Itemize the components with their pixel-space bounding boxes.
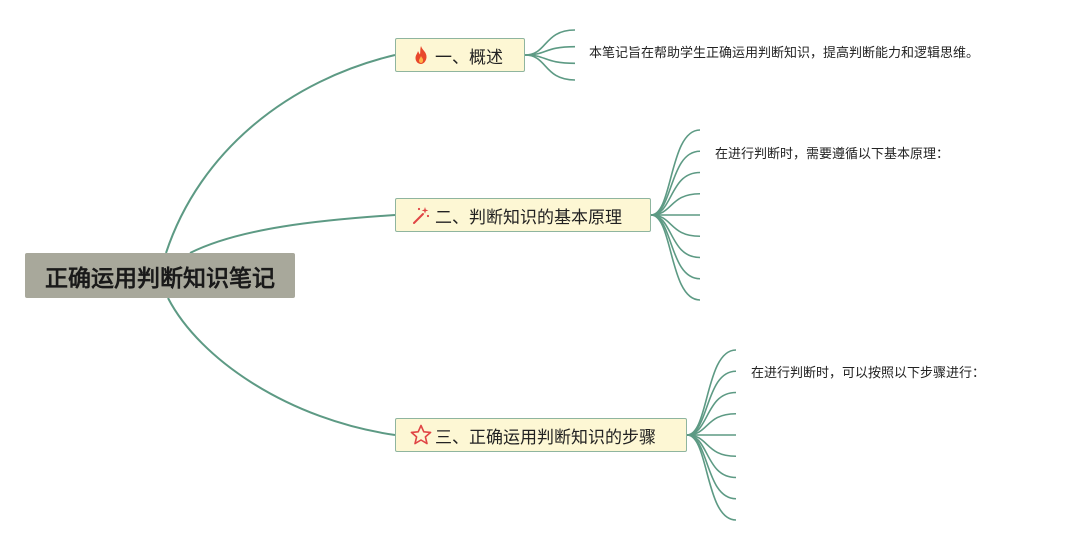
topic-steps[interactable]: 三、正确运用判断知识的步骤	[395, 418, 687, 452]
branch-line	[524, 54, 576, 81]
fanout-topic-3	[686, 349, 737, 521]
topic-basic-principles-label: 二、判断知识的基本原理	[435, 207, 622, 228]
branch-line	[686, 349, 737, 436]
magic-wand-icon	[410, 204, 432, 226]
branch-line	[524, 45, 576, 56]
star-icon	[410, 424, 432, 446]
link-root-topic-2	[189, 214, 396, 254]
fire-icon	[410, 44, 432, 66]
root-topic-label: 正确运用判断知识笔记	[45, 265, 275, 292]
topic-overview[interactable]: 一、概述	[395, 38, 525, 72]
fanout-topic-2	[650, 129, 701, 301]
link-root-topic-3	[167, 297, 396, 436]
branch-line	[524, 29, 576, 56]
topic-overview-note: 本笔记旨在帮助学生正确运用判断知识，提高判断能力和逻辑思维。	[589, 46, 980, 61]
root-topic[interactable]: 正确运用判断知识笔记	[25, 253, 295, 298]
branch-line	[650, 214, 701, 301]
branch-line	[686, 434, 737, 521]
link-root-topic-1	[165, 54, 396, 254]
topic-basic-principles-note: 在进行判断时，需要遵循以下基本原理：	[715, 147, 950, 162]
topic-overview-label: 一、概述	[435, 47, 503, 68]
fanout-topic-1	[524, 29, 576, 81]
topic-steps-label: 三、正确运用判断知识的步骤	[435, 427, 656, 448]
topic-steps-note: 在进行判断时，可以按照以下步骤进行：	[751, 366, 986, 381]
branch-line	[650, 129, 701, 216]
topic-basic-principles[interactable]: 二、判断知识的基本原理	[395, 198, 651, 232]
